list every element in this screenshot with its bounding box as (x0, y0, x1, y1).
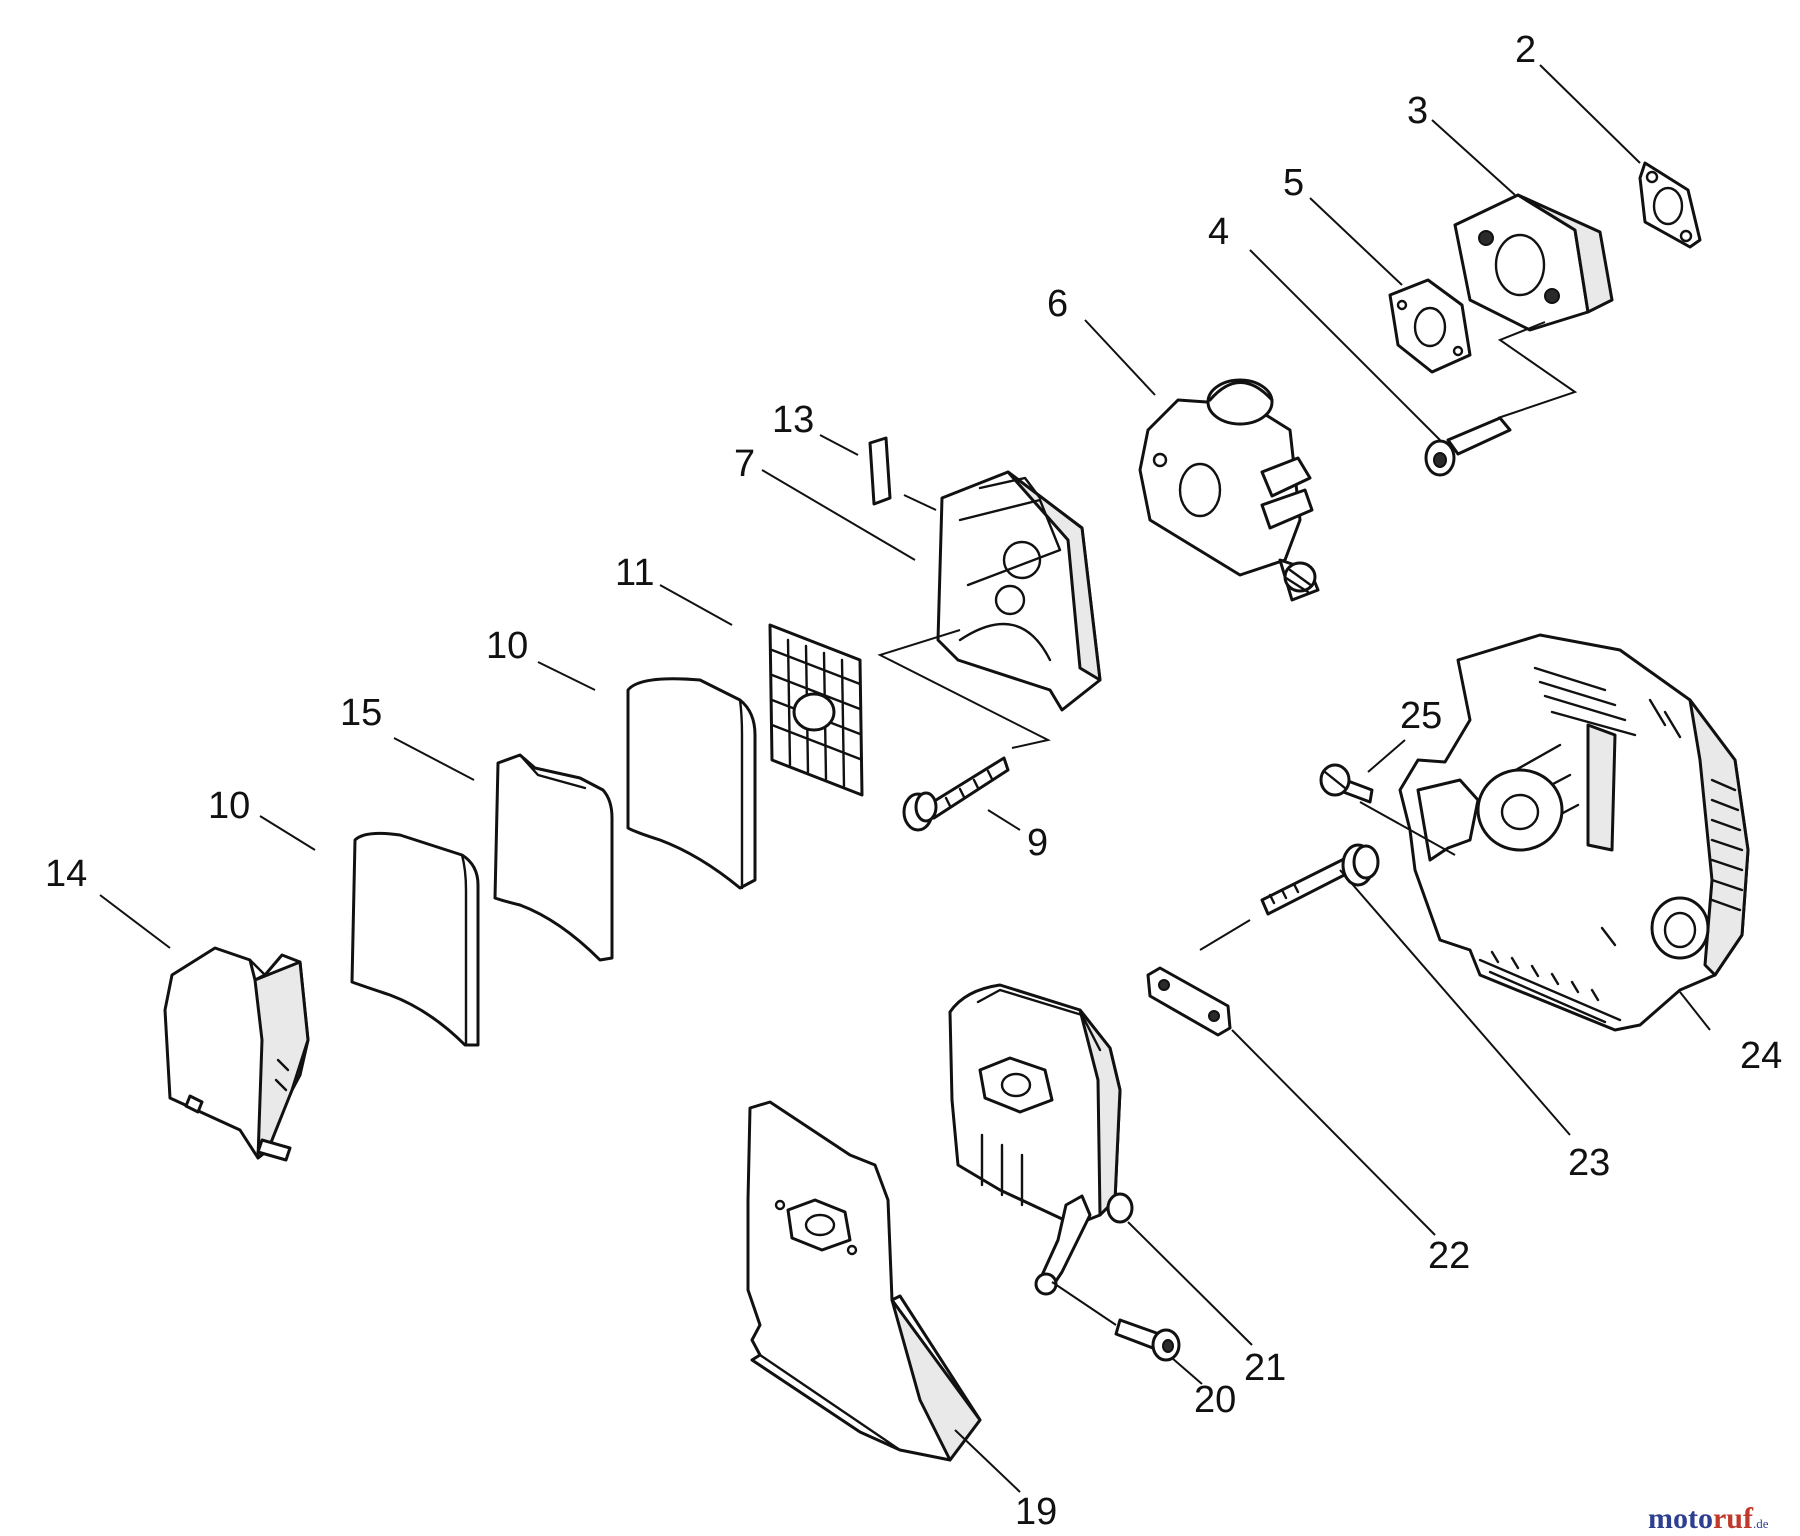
part-7-air-cleaner-base[interactable] (936, 470, 1102, 712)
callout-14: 14 (45, 853, 87, 895)
part-10-foam-filter-upper[interactable] (626, 677, 757, 890)
callout-20: 20 (1194, 1379, 1236, 1421)
part-10-foam-filter-lower[interactable] (350, 831, 480, 1047)
part-5-gasket[interactable] (1388, 278, 1472, 374)
callout-13: 13 (772, 399, 814, 441)
callout-15: 15 (340, 692, 382, 734)
part-25-screw[interactable] (1319, 763, 1374, 804)
callout-19: 19 (1015, 1491, 1057, 1533)
part-3-insulator[interactable] (1453, 193, 1614, 332)
part-14-air-cleaner-cover[interactable] (163, 946, 310, 1162)
callout-5: 5 (1283, 162, 1304, 204)
part-6-carburetor[interactable] (1138, 378, 1320, 602)
part-13-label[interactable] (868, 436, 892, 506)
svg-text:motoruf.de: motoruf.de (1648, 1502, 1769, 1535)
part-22-plate[interactable] (1146, 966, 1232, 1037)
callout-labels: 2 3 5 4 6 13 7 11 10 15 10 14 9 25 24 23… (45, 29, 1782, 1533)
callout-25: 25 (1400, 695, 1442, 737)
part-21-muffler[interactable] (948, 983, 1134, 1296)
motoruf-watermark: motoruf.de (1648, 1502, 1769, 1535)
callout-10-upper: 10 (486, 625, 528, 667)
part-4-bolt[interactable] (1424, 416, 1512, 477)
callout-7: 7 (734, 443, 755, 485)
callout-23: 23 (1568, 1142, 1610, 1184)
watermark-suffix: .de (1753, 1516, 1769, 1531)
callout-9: 9 (1027, 822, 1048, 864)
callout-10-lower: 10 (208, 785, 250, 827)
part-11-filter-grid[interactable] (768, 623, 864, 797)
callout-3: 3 (1407, 90, 1428, 132)
callout-6: 6 (1047, 283, 1068, 325)
watermark-part1: moto (1648, 1502, 1713, 1535)
part-19-heat-shield[interactable] (746, 1100, 982, 1462)
part-9-screw[interactable] (902, 756, 1010, 832)
callout-4: 4 (1208, 211, 1229, 253)
callout-24: 24 (1740, 1035, 1782, 1077)
callout-2: 2 (1515, 29, 1536, 71)
watermark-part2: ruf (1713, 1502, 1754, 1535)
part-24-engine-cover[interactable] (1398, 633, 1750, 1032)
callout-21: 21 (1244, 1347, 1286, 1389)
leader-lines (99, 64, 1711, 1493)
part-2-gasket[interactable] (1638, 161, 1702, 249)
part-23-long-bolt[interactable] (1260, 843, 1380, 916)
callout-11: 11 (615, 552, 654, 594)
callout-22: 22 (1428, 1235, 1470, 1277)
part-15-filter-sheet[interactable] (493, 753, 614, 962)
part-20-bolt[interactable] (1114, 1318, 1181, 1362)
